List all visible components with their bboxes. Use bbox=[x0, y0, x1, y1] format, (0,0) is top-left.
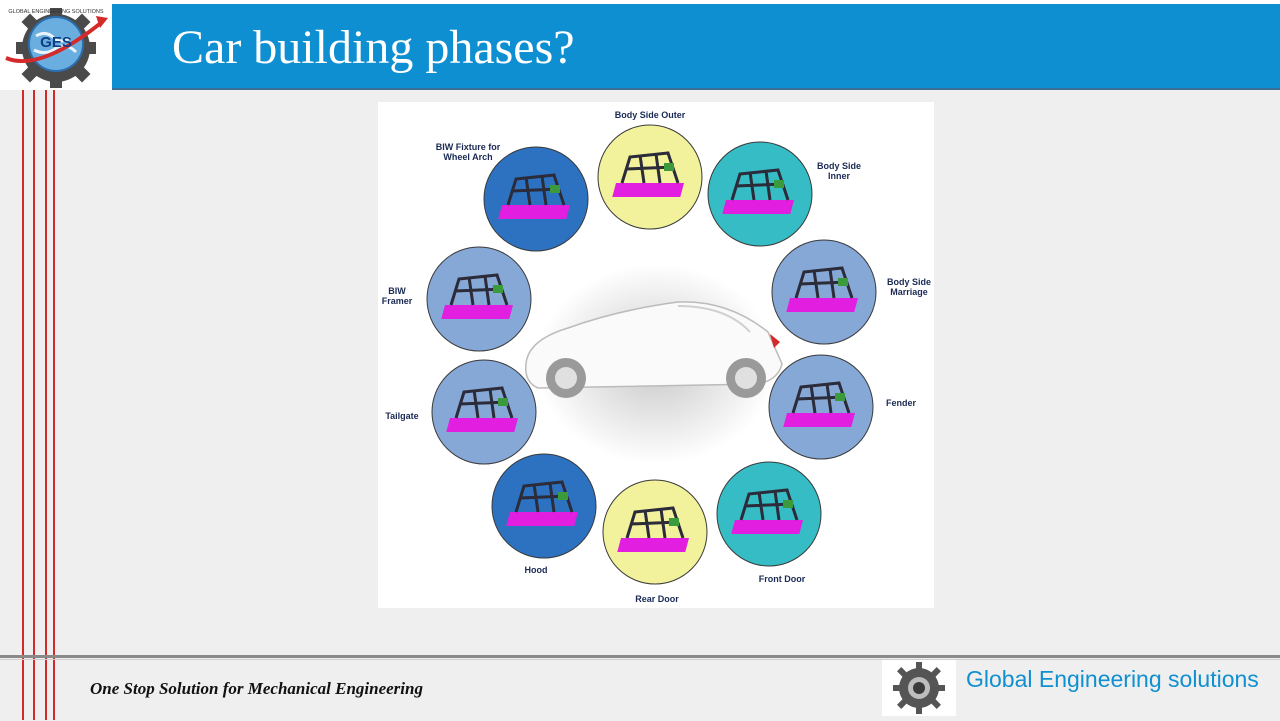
phase-label: Hood bbox=[524, 565, 548, 575]
phase-circle bbox=[426, 246, 532, 352]
phase-label: Fender bbox=[885, 398, 916, 408]
gear-icon bbox=[882, 660, 956, 716]
left-red-line-3 bbox=[45, 90, 47, 720]
header-divider bbox=[112, 88, 1280, 90]
phase-circle bbox=[431, 359, 537, 465]
phase-label: Body Side Marriage bbox=[886, 277, 931, 297]
title-bar: Car building phases? bbox=[112, 4, 1280, 88]
phase-label: Body Side Outer bbox=[614, 110, 686, 120]
footer-divider-light bbox=[0, 659, 1280, 660]
logo-arc-text: GLOBAL ENGINEERING SOLUTIONS bbox=[8, 9, 103, 15]
phase-label: Body Side Inner bbox=[816, 161, 861, 181]
phase-circle bbox=[771, 239, 877, 345]
header: GES GLOBAL ENGINEERING SOLUTIONS Car bui… bbox=[0, 0, 1280, 90]
phase-circle bbox=[483, 146, 589, 252]
phase-circle bbox=[602, 479, 708, 585]
phase-circle bbox=[491, 453, 597, 559]
logo-text: GES bbox=[40, 34, 72, 51]
left-red-line-4 bbox=[53, 90, 55, 720]
globe-gear-logo: GES GLOBAL ENGINEERING SOLUTIONS bbox=[5, 8, 108, 88]
phase-label: Tailgate bbox=[385, 411, 419, 421]
page-title: Car building phases? bbox=[172, 21, 575, 74]
phase-label: Rear Door bbox=[635, 594, 679, 604]
footer-tagline: One Stop Solution for Mechanical Enginee… bbox=[90, 679, 423, 698]
phase-label: Front Door bbox=[758, 574, 806, 584]
car-icon bbox=[525, 301, 783, 398]
phase-circle bbox=[597, 124, 703, 230]
phase-circle bbox=[716, 461, 822, 567]
left-red-line-1 bbox=[22, 90, 24, 720]
phase-circle bbox=[707, 141, 813, 247]
left-red-line-2 bbox=[33, 90, 35, 720]
phase-label: BIW Fixture for Wheel Arch bbox=[435, 142, 501, 162]
footer-brand: Global Engineering solutions bbox=[966, 666, 1259, 692]
logo: GES GLOBAL ENGINEERING SOLUTIONS bbox=[0, 0, 112, 90]
phase-diagram-svg bbox=[426, 124, 877, 585]
phase-circle bbox=[768, 354, 874, 460]
phase-label: BIW Framer bbox=[381, 286, 413, 306]
footer-divider bbox=[0, 655, 1280, 658]
